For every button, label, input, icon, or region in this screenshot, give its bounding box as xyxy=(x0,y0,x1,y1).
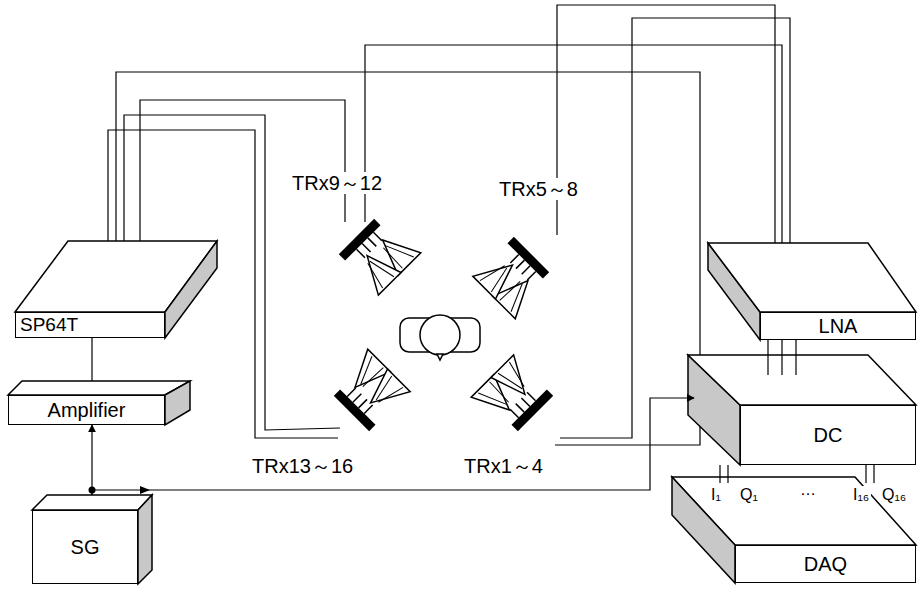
antenna-label: TRx1～4 xyxy=(462,455,545,477)
signal-line xyxy=(719,465,720,483)
signal-line xyxy=(91,425,92,495)
signal-line xyxy=(781,340,782,375)
box-faces xyxy=(8,241,916,584)
head-phantom xyxy=(400,315,480,360)
device-box: LNA xyxy=(760,312,916,340)
antenna-label: TRx13～16 xyxy=(250,455,355,477)
signal-name: I₁ xyxy=(709,486,723,504)
device-box: SG xyxy=(32,510,138,584)
device-box: DAQ xyxy=(735,545,916,583)
device-name: SP64T xyxy=(20,315,78,336)
device-name: LNA xyxy=(819,315,858,337)
device-box: SP64T xyxy=(15,312,165,338)
signal-name: Q₁ xyxy=(738,486,760,504)
antenna-label: TRx9～12 xyxy=(290,172,384,194)
device-name: SG xyxy=(71,536,100,558)
device-box: Amplifier xyxy=(8,395,165,425)
device-name: DC xyxy=(814,424,843,446)
signal-name: I₁₆ xyxy=(851,486,871,504)
signal-line xyxy=(92,398,694,495)
device-name: DAQ xyxy=(804,553,847,575)
device-box: DC xyxy=(740,405,916,465)
signal-line xyxy=(91,338,92,381)
signal-name: Q₁₆ xyxy=(880,486,908,504)
antenna-label: TRx5～8 xyxy=(497,178,580,200)
device-name: Amplifier xyxy=(48,399,126,421)
signal-name: … xyxy=(798,481,818,499)
antenna-array xyxy=(327,212,555,437)
